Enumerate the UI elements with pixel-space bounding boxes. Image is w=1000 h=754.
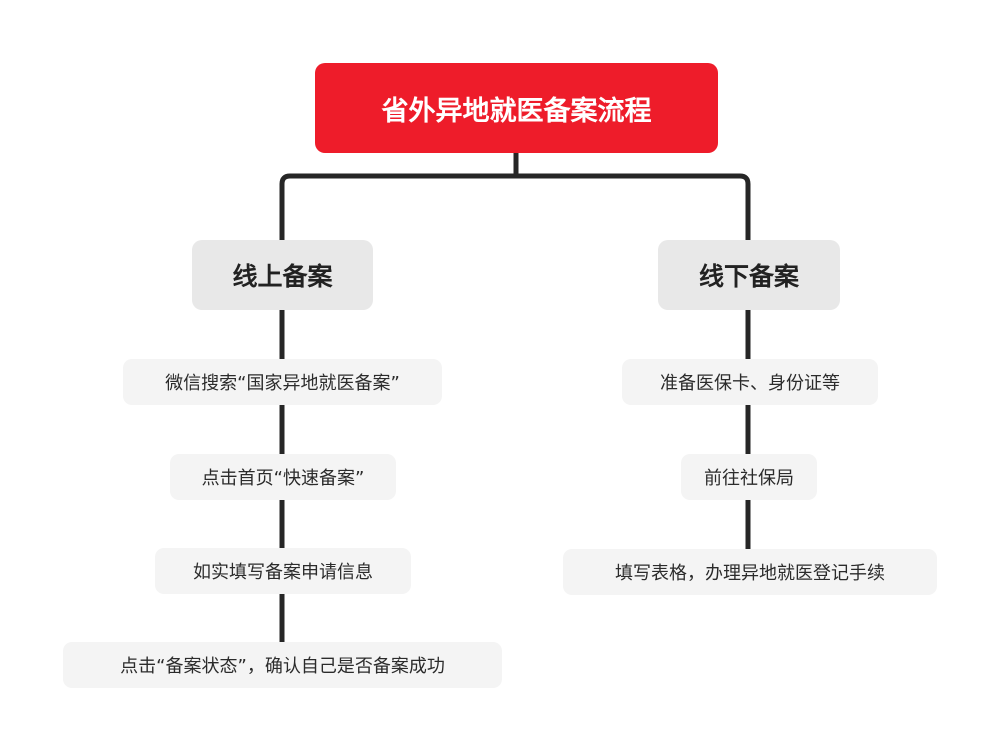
online-step-4: 点击“备案状态”，确认自己是否备案成功 (63, 642, 502, 688)
online-step-1: 微信搜索“国家异地就医备案” (123, 359, 442, 405)
online-step-2: 点击首页“快速备案” (170, 454, 396, 500)
offline-step-1: 准备医保卡、身份证等 (622, 359, 878, 405)
flowchart-title: 省外异地就医备案流程 (315, 63, 718, 153)
root-connector (279, 153, 751, 240)
offline-step-2: 前往社保局 (681, 454, 817, 500)
online-step-3: 如实填写备案申请信息 (155, 548, 411, 594)
offline-step-3: 填写表格，办理异地就医登记手续 (563, 549, 937, 595)
branch-online: 线上备案 (192, 240, 373, 310)
branch-offline: 线下备案 (658, 240, 840, 310)
